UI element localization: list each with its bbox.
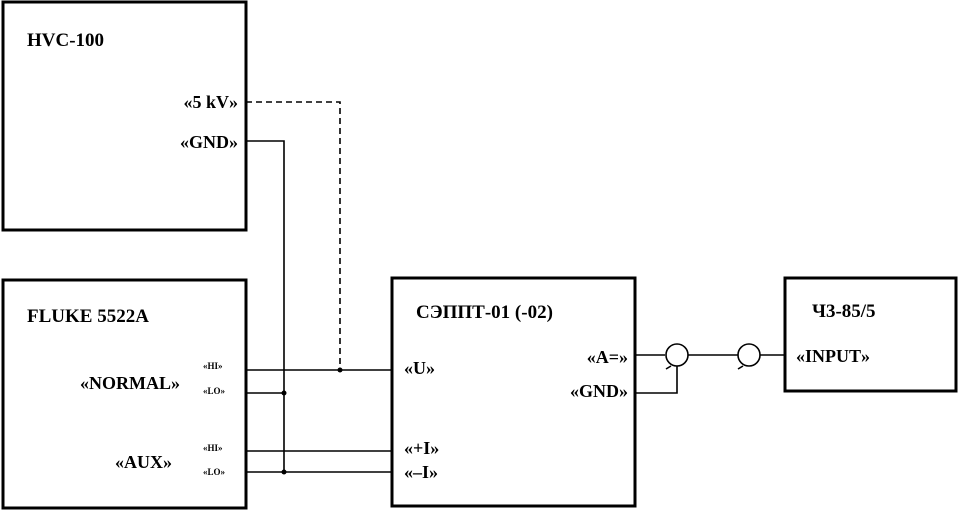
fluke-aux-hi-label: «HI»: [203, 443, 223, 453]
coax-shield-tick-left: [665, 365, 672, 370]
counter-box: [783, 276, 958, 393]
fluke-5522a-block: FLUKE 5522A «NORMAL» «AUX» «HI» «LO» «HI…: [1, 278, 248, 510]
coax-shield-tick-right: [737, 365, 744, 370]
counter-input-port-label: «INPUT»: [796, 346, 870, 366]
counter-block: Ч3-85/5 «INPUT»: [783, 276, 958, 393]
septt-block: СЭППТ-01 (-02) «U» «A=» «GND» «+I» «–I»: [390, 276, 637, 508]
hvc-5kv-port-label: «5 kV»: [183, 92, 238, 112]
wire-hvc-gnd: [246, 140, 285, 472]
junction-dot-normal-lo: [281, 390, 287, 396]
fluke-aux-lo-label: «LO»: [203, 467, 226, 477]
wiring: [246, 101, 785, 475]
hvc-100-box: [1, 0, 248, 232]
septt-minus-i-port-label: «–I»: [404, 462, 438, 482]
fluke-normal-hi-label: «HI»: [203, 361, 223, 371]
septt-a-port-label: «A=»: [587, 347, 628, 367]
coax-connector-right-icon: [737, 343, 761, 367]
fluke-aux-label: «AUX»: [115, 452, 172, 472]
wire-hvc-5kv-dashed: [246, 101, 341, 370]
hvc-100-block: HVC-100 «5 kV» «GND»: [1, 0, 248, 232]
septt-plus-i-port-label: «+I»: [404, 438, 439, 458]
fluke-5522a-title: FLUKE 5522A: [27, 306, 149, 327]
septt-title: СЭППТ-01 (-02): [416, 302, 553, 323]
hvc-100-title: HVC-100: [27, 30, 104, 51]
fluke-normal-label: «NORMAL»: [80, 373, 180, 393]
wire-gnd-to-coax-shield: [635, 366, 678, 394]
septt-box: [390, 276, 637, 508]
fluke-5522a-box: [1, 278, 248, 510]
coax-connector-left-icon: [665, 343, 689, 367]
junction-dot-u: [337, 367, 343, 373]
counter-title: Ч3-85/5: [812, 301, 876, 322]
junction-dot-aux-lo: [281, 469, 287, 475]
septt-u-port-label: «U»: [404, 358, 435, 378]
hvc-gnd-port-label: «GND»: [180, 132, 238, 152]
fluke-normal-lo-label: «LO»: [203, 386, 226, 396]
septt-gnd-port-label: «GND»: [570, 381, 628, 401]
